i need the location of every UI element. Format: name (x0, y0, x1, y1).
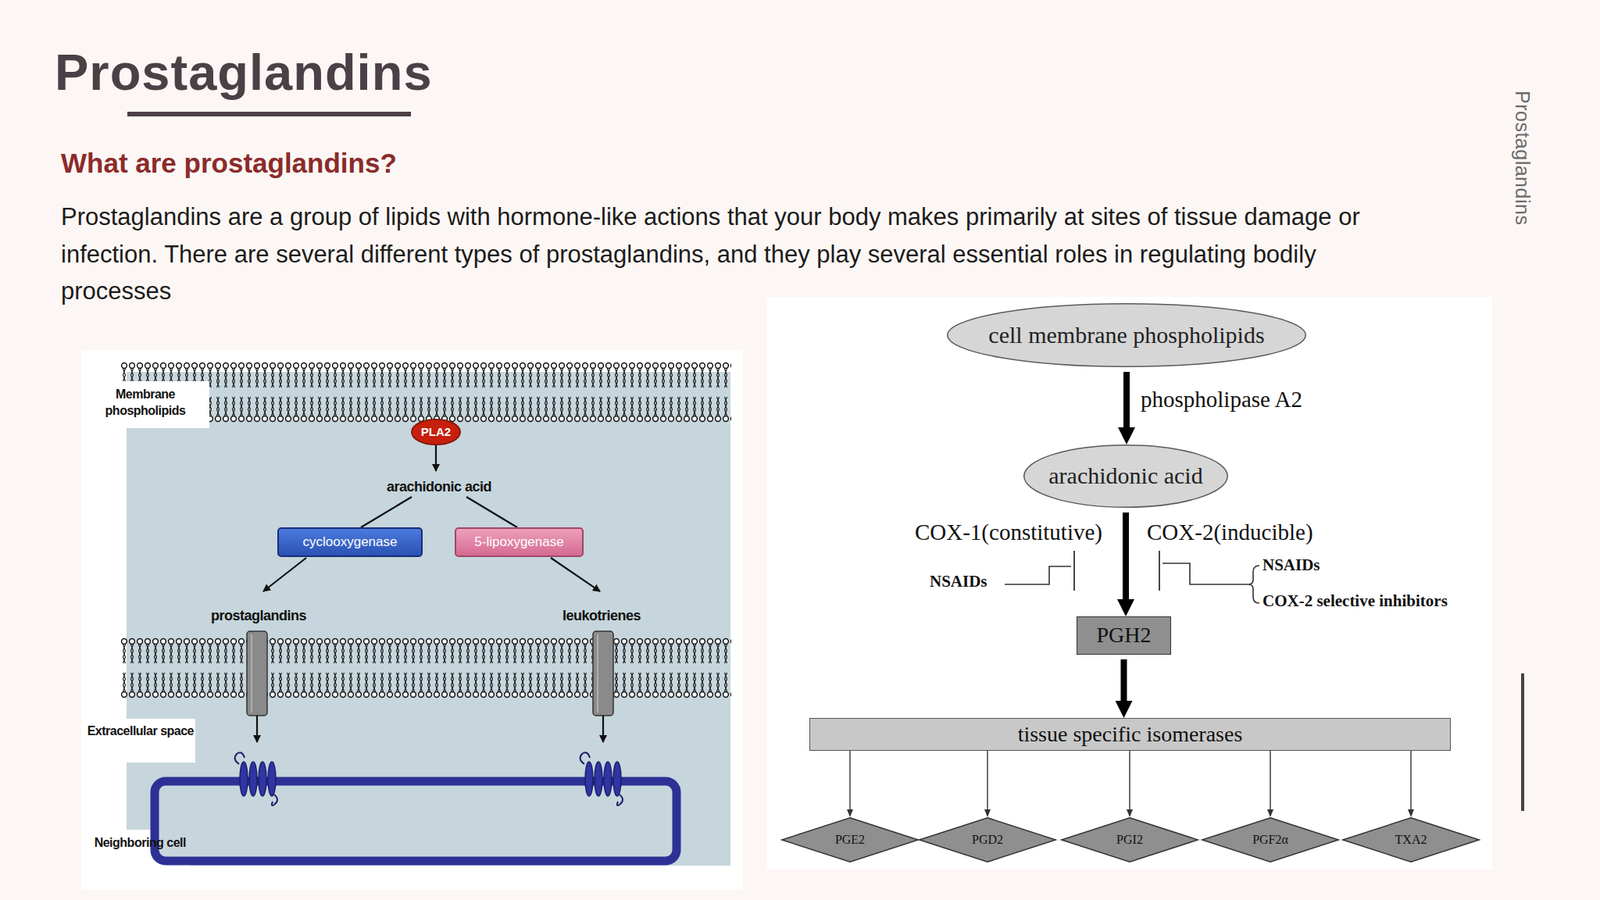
node-text: PGE2 (835, 832, 865, 847)
inhibition-bar (1158, 550, 1161, 591)
enzyme-label: COX-2(inducible) (1146, 518, 1314, 547)
diamond-shape (1342, 817, 1480, 863)
upper-membrane (120, 360, 732, 424)
receptor-helix (258, 761, 267, 797)
protein-highlight (250, 634, 253, 713)
pathway-arrow (550, 557, 600, 592)
secretion-arrow (602, 715, 604, 743)
receptor-helix (267, 761, 276, 797)
region-label: Neighboring cell (78, 834, 186, 852)
receptor-symbol (235, 752, 278, 806)
diamond-shape (919, 817, 1057, 863)
secretion-arrow (256, 715, 258, 743)
flow-arrow (1410, 750, 1411, 810)
inhibition-line (1004, 566, 1072, 585)
diamond-shape (782, 817, 919, 863)
receptor-helix (249, 761, 258, 797)
receptor-helix (603, 761, 612, 797)
pathway-arrow (263, 557, 307, 592)
section-heading: What are prostaglandins? (60, 146, 397, 180)
transporter-protein (246, 631, 268, 716)
inhibitor-label: NSAIDs (1262, 555, 1321, 575)
label-patch (81, 381, 210, 429)
inhibitor-label: COX-2 selective inhibitors (1262, 591, 1448, 611)
bracket (1248, 565, 1260, 604)
diamond-shape (1202, 817, 1340, 863)
ellipse-shape (1024, 445, 1229, 508)
receptor-symbol (580, 752, 623, 806)
pathway-arrow (435, 445, 437, 472)
protein-highlight (596, 634, 599, 713)
intermediate-box: PGH2 (1076, 616, 1172, 655)
node-text: cell membrane phospholipids (988, 321, 1265, 350)
node-text: PLA2 (421, 425, 451, 439)
ellipse-shape (947, 303, 1307, 368)
node-text: PGD2 (971, 832, 1004, 847)
substrate-ellipse: cell membrane phospholipids (946, 303, 1307, 368)
lipid-bilayer (120, 360, 732, 424)
product-diamond: PGF2α (1201, 817, 1340, 863)
side-tab-label: Prostaglandins (1512, 90, 1533, 225)
substrate-ellipse: arachidonic acid (1023, 444, 1229, 508)
enzyme-ellipse: PLA2 (410, 418, 461, 446)
node-text: PGH2 (1096, 622, 1151, 648)
flow-arrow (986, 750, 988, 810)
membrane-label: Membrane phospholipids (84, 385, 207, 419)
enzyme-band: tissue specific isomerases (809, 717, 1451, 751)
node-text: cyclooxygenase (303, 534, 398, 550)
region-label: Extracellular space (81, 722, 194, 740)
diamond-shape (1061, 817, 1199, 863)
lipid-bilayer (120, 636, 732, 700)
flow-arrow (1122, 512, 1129, 600)
flow-arrow (1269, 750, 1271, 810)
node-text: tissue specific isomerases (1017, 721, 1243, 747)
ellipse-shape (411, 419, 461, 446)
receptor-helix (239, 761, 248, 797)
receptor-tail (617, 794, 623, 806)
enzyme-box: 5-lipoxygenase (454, 527, 584, 558)
molecule-label: leukotrienes (531, 606, 672, 625)
receptor-helix (585, 761, 593, 797)
cytoplasm-region (126, 371, 731, 866)
node-text: PGF2α (1252, 832, 1289, 847)
edge-label: phospholipase A2 (1140, 385, 1303, 414)
receptor-helix (613, 761, 622, 797)
transporter-protein (592, 631, 614, 716)
product-diamond: PGD2 (918, 817, 1057, 863)
flow-arrow (1121, 659, 1128, 701)
product-diamond: TXA2 (1342, 817, 1480, 863)
inhibition-bar (1073, 550, 1075, 591)
product-diamond: PGI2 (1060, 817, 1199, 863)
receptor-helix (594, 761, 603, 797)
enzyme-box: cyclooxygenase (277, 527, 423, 558)
body-paragraph: Prostaglandins are a group of lipids wit… (60, 198, 1433, 311)
product-diamond: PGE2 (781, 817, 919, 863)
node-text: arachidonic acid (1048, 462, 1203, 490)
node-text: PGI2 (1116, 832, 1143, 847)
inhibition-line (1162, 563, 1249, 585)
flow-arrow (1128, 750, 1130, 810)
illustration-panel (81, 350, 743, 890)
pathway-line (360, 496, 412, 528)
node-text: TXA2 (1395, 832, 1428, 847)
flow-arrow (1123, 371, 1130, 428)
molecule-label: prostaglandins (188, 606, 329, 625)
title-underline (127, 111, 411, 117)
receptor-tail (271, 794, 278, 806)
flowchart-panel (767, 296, 1493, 870)
inhibitor-label: NSAIDs (929, 571, 988, 592)
flow-arrow (849, 750, 850, 810)
pathway-line (466, 496, 518, 528)
slide-title: Prostaglandins (54, 46, 433, 98)
molecule-label: arachidonic acid (360, 477, 518, 497)
enzyme-label: COX-1(constitutive) (852, 518, 1103, 547)
node-text: 5-lipoxygenase (474, 534, 564, 550)
side-bar (1521, 673, 1525, 811)
label-patch (81, 718, 196, 763)
lower-membrane (120, 636, 732, 700)
